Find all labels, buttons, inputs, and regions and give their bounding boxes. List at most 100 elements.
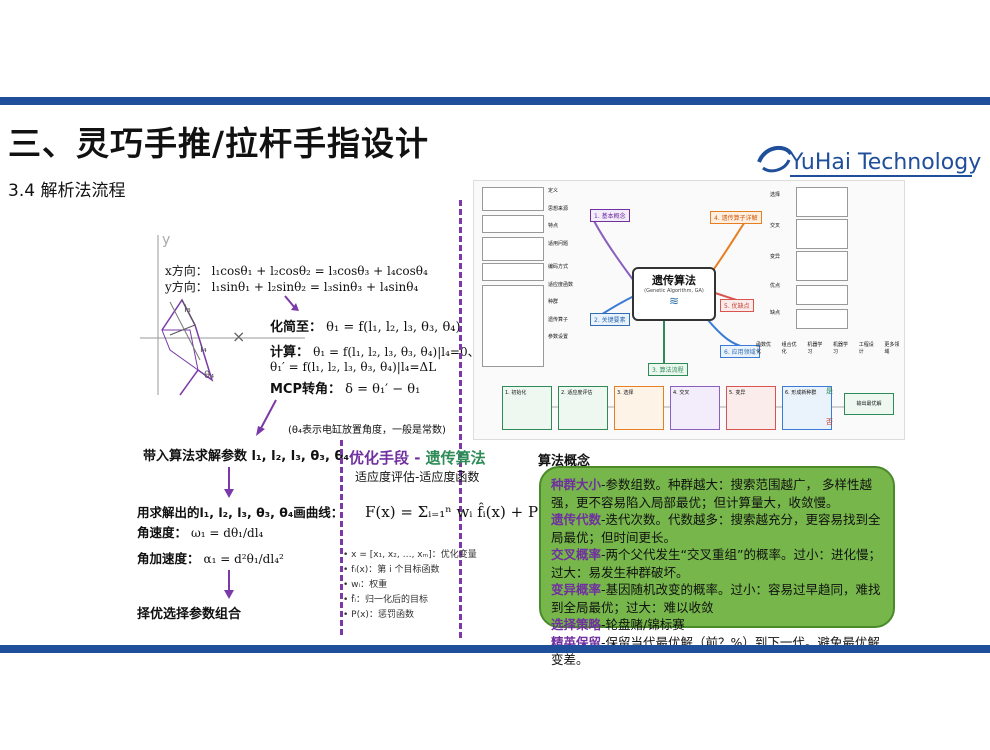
flow-step-label: 4. 交叉 xyxy=(673,390,690,396)
flow-step-label: 5. 变异 xyxy=(729,390,746,396)
concept-desc: -基因随机改变的概率。过小：容易过早趋同，难找到全局最优；过大：难以收敛 xyxy=(551,582,881,615)
application-row: 函数优化 组合优化 机器学习 机器学习 工程设计 更多领域 xyxy=(756,341,904,355)
app-label: 组合优化 xyxy=(781,342,797,355)
variable-list: • x = [x₁, x₂, …, xₘ]：优化变量 • fᵢ(x)：第 i 个… xyxy=(343,547,533,622)
step-plot-curve: 用求解出的l₁, l₂, l₃, θ₃, θ₄画曲线： xyxy=(137,505,344,520)
angular-velocity-formula: ω₁ = dθ₁/dl₄ xyxy=(191,526,264,540)
simplify-equation: 化简至： θ₁ = f(l₁, l₂, l₃, θ₃, θ₄) xyxy=(270,316,461,335)
logo-text: YuHai Technology xyxy=(790,150,982,175)
svg-text:l₃: l₃ xyxy=(184,304,191,315)
variable-text: P(x)：惩罚函数 xyxy=(351,610,414,620)
logo-underline xyxy=(790,175,972,177)
node-label: 参数设置 xyxy=(548,334,569,340)
flow-step-label: 3. 选择 xyxy=(617,390,634,396)
section-subtitle: 3.4 解析法流程 xyxy=(8,181,126,201)
node-label: 选择 xyxy=(770,192,781,198)
text-card xyxy=(482,263,544,281)
arrow-down-icon xyxy=(222,570,236,604)
mindmap-center-node: 遗传算法 (Genetic Algorithm, GA) ≋ xyxy=(632,267,716,321)
optimization-heading: 优化手段 - 遗传算法 xyxy=(349,447,486,468)
flow-steps: 1. 初始化 2. 适应度评估 3. 选择 4. 交叉 5. 变异 6. 形成新… xyxy=(502,386,832,430)
concept-term: 选择策略 xyxy=(551,617,602,632)
linkage-sketch: y × l₄ θ₄ l₃ xyxy=(140,230,310,400)
svg-text:l₄: l₄ xyxy=(200,344,207,355)
center-title: 遗传算法 xyxy=(652,274,696,287)
variable-item: • f̂ᵢ：归一化后的目标 xyxy=(343,595,428,605)
step-select-best: 择优选择参数组合 xyxy=(137,607,242,622)
mcp-equation: MCP转角： δ = θ₁′ − θ₁ xyxy=(270,378,420,397)
slide-title: 三、灵巧手推/拉杆手指设计 xyxy=(8,124,430,163)
app-label: 机器学习 xyxy=(807,342,823,355)
flow-step: 1. 初始化 xyxy=(502,386,552,430)
optimization-heading-ga: 遗传算法 xyxy=(425,449,486,467)
concepts-title: 算法概念 xyxy=(538,454,591,469)
text-card xyxy=(796,251,848,281)
text-card xyxy=(796,285,848,305)
y-direction-equation: y方向： l₁sinθ₁ + l₂sinθ₂ = l₃sinθ₃ + l₄sin… xyxy=(165,278,418,295)
optimization-heading-prefix: 优化手段 - xyxy=(349,449,426,467)
flow-step-label: 1. 初始化 xyxy=(505,390,527,396)
vertical-divider-2 xyxy=(340,440,343,635)
concept-term: 变异概率 xyxy=(551,582,602,597)
text-card xyxy=(482,187,544,211)
concept-desc: -参数组数。种群越大：搜索范围越广， 多样性越强，更不容易陷入局部最优；但计算量… xyxy=(551,477,873,510)
y-direction-formula: l₁sinθ₁ + l₂sinθ₂ = l₃sinθ₃ + l₄sinθ₄ xyxy=(211,280,419,294)
fitness-formula: F(x) = Σᵢ₌₁ⁿ wᵢ f̂ᵢ(x) + P(x) xyxy=(365,503,559,521)
text-card xyxy=(482,285,544,367)
compute-formula-1: θ₁ = f(l₁, l₂, l₃, θ₃, θ₄)|l₄=0、 xyxy=(313,345,480,359)
flow-step: 3. 选择 xyxy=(614,386,664,430)
variable-text: f̂ᵢ：归一化后的目标 xyxy=(351,595,428,605)
app-label: 更多领域 xyxy=(884,342,900,355)
concept-desc: -两个父代发生“交叉重组”的概率。过小：进化慢；过大：易发生种群破坏。 xyxy=(551,547,881,580)
angular-acceleration-label: 角加速度： xyxy=(137,551,200,566)
flow-step: 5. 变异 xyxy=(726,386,776,430)
compute-formula-2: θ₁′ = f(l₁, l₂, l₃, θ₃, θ₄)|l₄=ΔL xyxy=(270,360,437,374)
app-label: 工程设计 xyxy=(858,342,874,355)
concept-desc: -迭代次数。代数越多：搜索越充分，更容易找到全局最优；但时间更长。 xyxy=(551,512,881,545)
compute-equation: 计算： θ₁ = f(l₁, l₂, l₃, θ₃, θ₄)|l₄=0、 xyxy=(270,341,480,360)
concept-item: 选择策略-轮盘赌/锦标赛 xyxy=(551,616,883,634)
arrow-down-left-icon xyxy=(250,398,280,442)
variable-text: x = [x₁, x₂, …, xₘ]：优化变量 xyxy=(351,550,477,560)
concept-term: 种群大小 xyxy=(551,477,602,492)
node-label: 适应度函数 xyxy=(548,281,574,288)
mcp-label: MCP转角： xyxy=(270,382,342,397)
text-card xyxy=(796,219,848,249)
flow-step-label: 6. 形成新种群 xyxy=(785,390,817,396)
concept-term: 遗传代数 xyxy=(551,512,602,527)
variable-item: • x = [x₁, x₂, …, xₘ]：优化变量 xyxy=(343,550,477,560)
dna-icon: ≋ xyxy=(668,294,680,308)
mcp-formula: δ = θ₁′ − θ₁ xyxy=(345,382,421,397)
text-card xyxy=(482,237,544,261)
app-label: 机器学习 xyxy=(833,342,849,355)
angular-acceleration-equation: 角加速度： α₁ = d²θ₁/dl₄² xyxy=(137,548,284,567)
compute-label: 计算： xyxy=(270,345,310,360)
concepts-box: 种群大小-参数组数。种群越大：搜索范围越广， 多样性越强，更不容易陷入局部最优；… xyxy=(539,466,895,667)
left-node-list: 定义 思想来源 特点 适用问题 编码方式 适应度函数 种群 遗传算子 参数设置 xyxy=(548,187,573,343)
variable-text: fᵢ(x)：第 i 个目标函数 xyxy=(351,565,440,575)
node-label: 交叉 xyxy=(770,223,781,229)
svg-text:y: y xyxy=(162,232,170,248)
variable-item: • P(x)：惩罚函数 xyxy=(343,610,414,620)
node-label: 种群 xyxy=(548,299,559,305)
branch-basic-concepts: 1. 基本概念 xyxy=(590,209,630,222)
concept-item: 种群大小-参数组数。种群越大：搜索范围越广， 多样性越强，更不容易陷入局部最优；… xyxy=(551,476,883,511)
variable-text: wᵢ：权重 xyxy=(351,580,388,590)
branch-applications: 6. 应用领域 xyxy=(720,345,760,358)
vertical-divider xyxy=(459,200,462,638)
node-label: 思想来源 xyxy=(548,205,569,212)
concept-item: 变异概率-基因随机改变的概率。过小：容易过早趋同，难找到全局最优；过大：难以收敛 xyxy=(551,581,883,616)
node-label: 优点 xyxy=(770,283,781,289)
logo-swoosh-icon xyxy=(757,145,793,173)
node-label: 适用问题 xyxy=(548,240,569,247)
branch-algorithm-flow: 3. 算法流程 xyxy=(648,363,688,376)
x-direction-label: x方向： xyxy=(165,264,208,278)
yes-label: 是 xyxy=(826,387,833,395)
concept-item: 遗传代数-迭代次数。代数越多：搜索越充分，更容易找到全局最优；但时间更长。 xyxy=(551,511,883,546)
fitness-label: 适应度评估-适应度函数 xyxy=(355,470,480,484)
y-direction-label: y方向： xyxy=(165,280,208,294)
right-node-list: 选择 交叉 变异 优点 缺点 xyxy=(770,191,780,318)
svg-text:×: × xyxy=(232,327,245,346)
node-label: 特点 xyxy=(548,223,559,229)
node-label: 缺点 xyxy=(770,310,781,316)
